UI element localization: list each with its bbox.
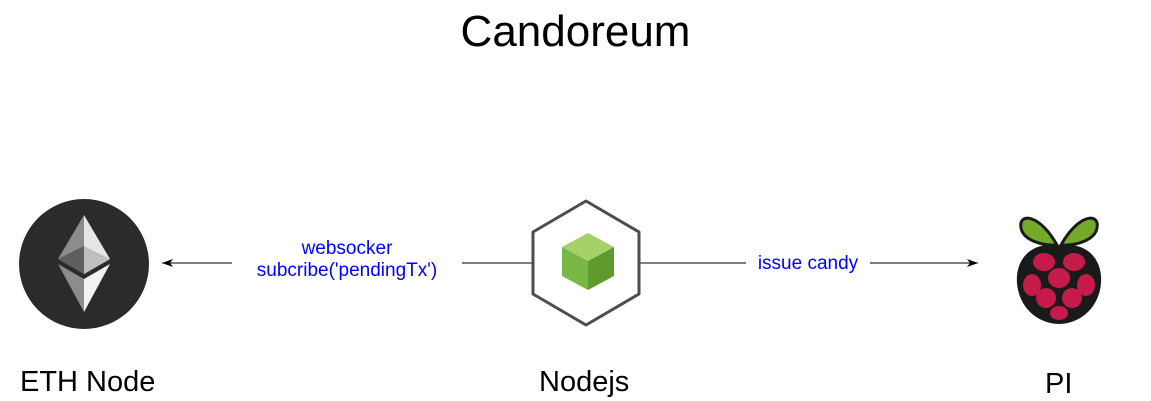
node-label-eth: ETH Node	[20, 366, 156, 398]
edge-label-websocket: websocker subcribe('pendingTx')	[232, 238, 462, 282]
edge-label-line-2: subcribe('pendingTx')	[256, 260, 438, 281]
ethereum-icon	[19, 199, 149, 329]
diagram-title: Candoreum	[460, 7, 691, 56]
edge-label-issue-candy: issue candy	[746, 253, 870, 275]
raspberry-pi-icon	[1016, 216, 1102, 324]
edge-label-line-1: websocker	[301, 238, 393, 259]
nodejs-icon	[531, 199, 641, 327]
node-label-nodejs: Nodejs	[539, 366, 630, 398]
node-label-pi: PI	[1045, 368, 1073, 400]
